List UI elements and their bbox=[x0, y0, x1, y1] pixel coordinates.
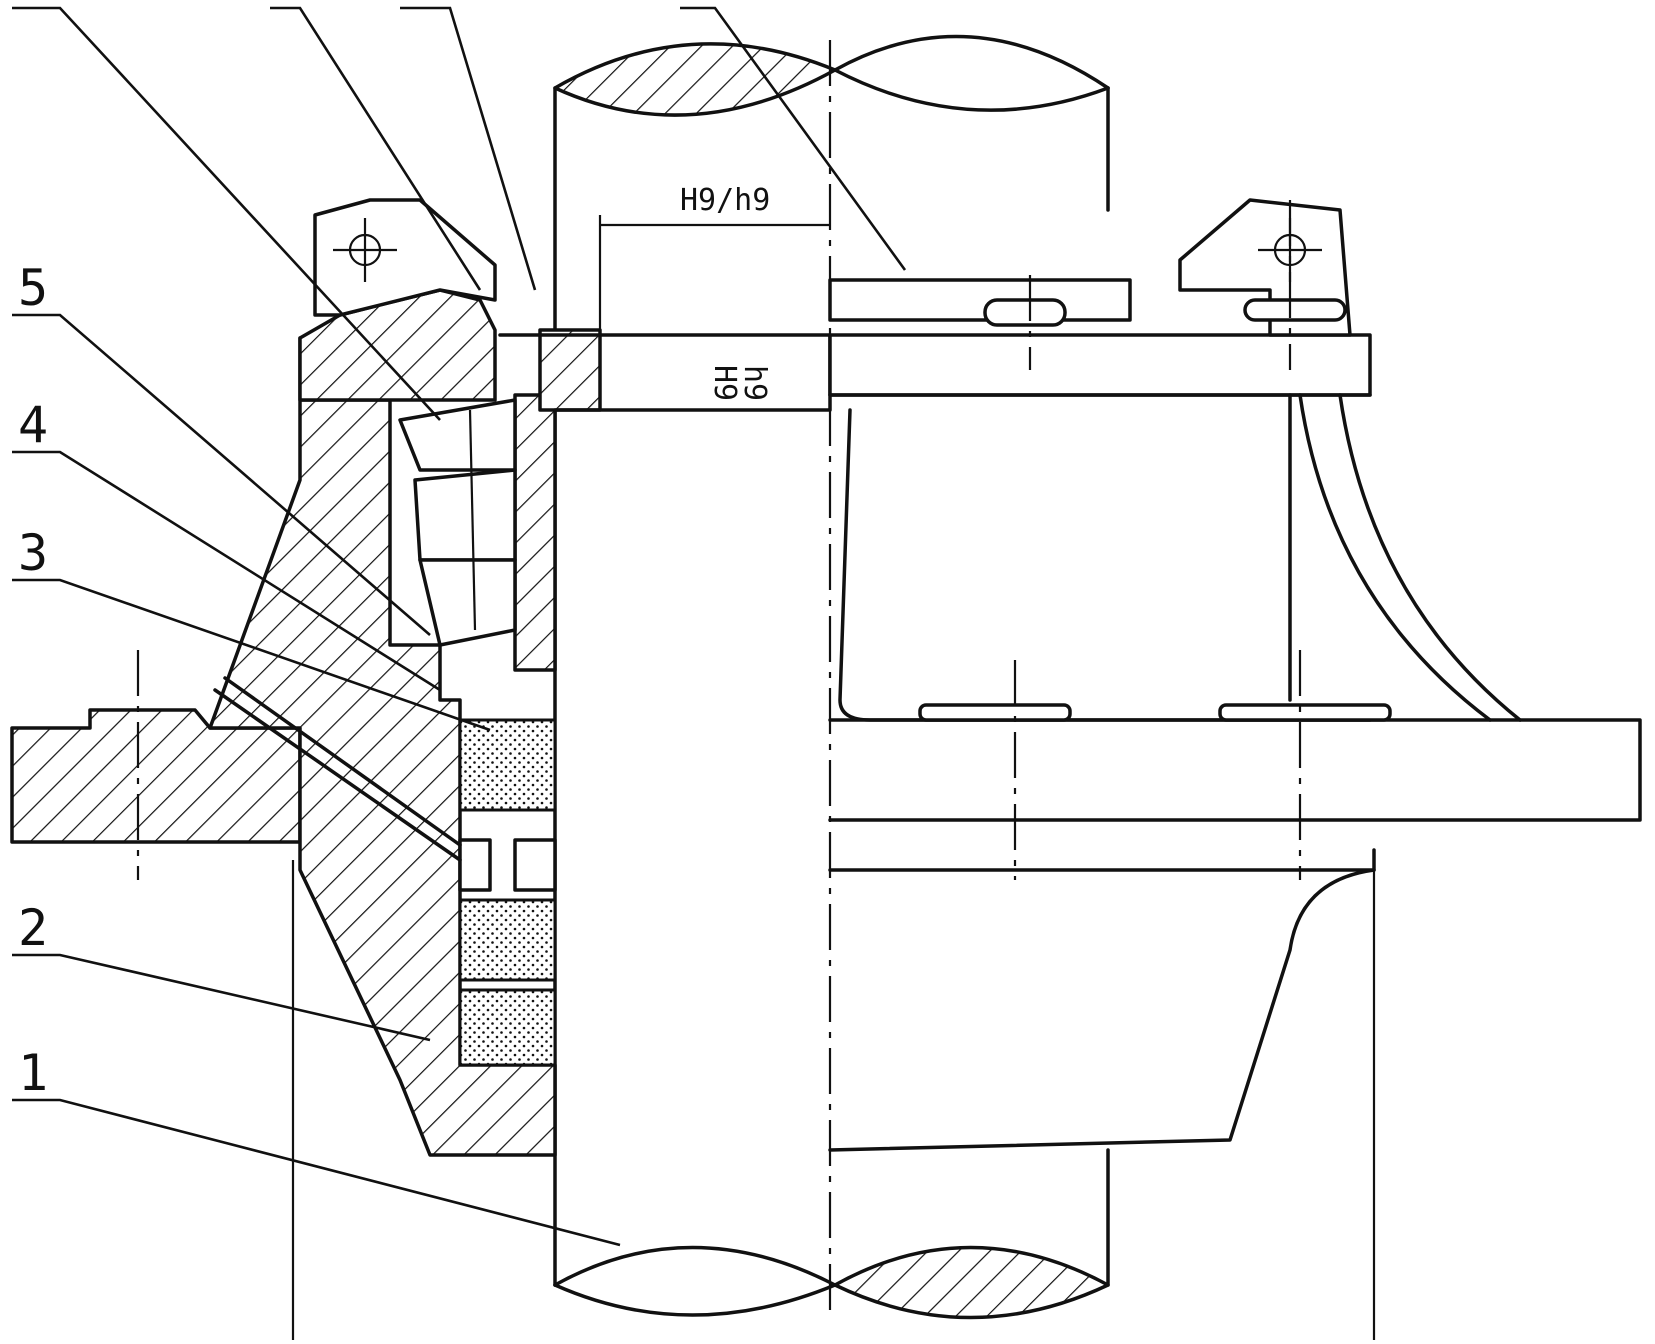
fit-label-numerator: H9 bbox=[707, 365, 742, 401]
callout-1: 1 bbox=[18, 1044, 48, 1102]
bearing-rollers bbox=[398, 398, 517, 647]
top-plate bbox=[313, 198, 1372, 412]
seal-stack bbox=[458, 718, 557, 1067]
fit-label-top: H9/h9 bbox=[680, 183, 770, 218]
frame-lines bbox=[291, 850, 1376, 1340]
callout-3: 3 bbox=[18, 524, 48, 582]
oil-passage bbox=[213, 676, 462, 862]
callout-2: 2 bbox=[18, 899, 48, 957]
callout-4: 4 bbox=[18, 396, 48, 454]
housing-section bbox=[10, 288, 557, 1157]
callouts: 5 4 3 2 1 bbox=[18, 259, 48, 1102]
centerlines bbox=[136, 40, 1302, 1320]
fit-label-denominator: h9 bbox=[737, 365, 772, 401]
shaft bbox=[553, 34, 1110, 1320]
housing-right bbox=[828, 393, 1642, 1152]
callout-5: 5 bbox=[18, 259, 48, 317]
fit-dimension: H9/h9 H9 h9 bbox=[598, 183, 830, 401]
leader-lines bbox=[12, 6, 907, 1247]
